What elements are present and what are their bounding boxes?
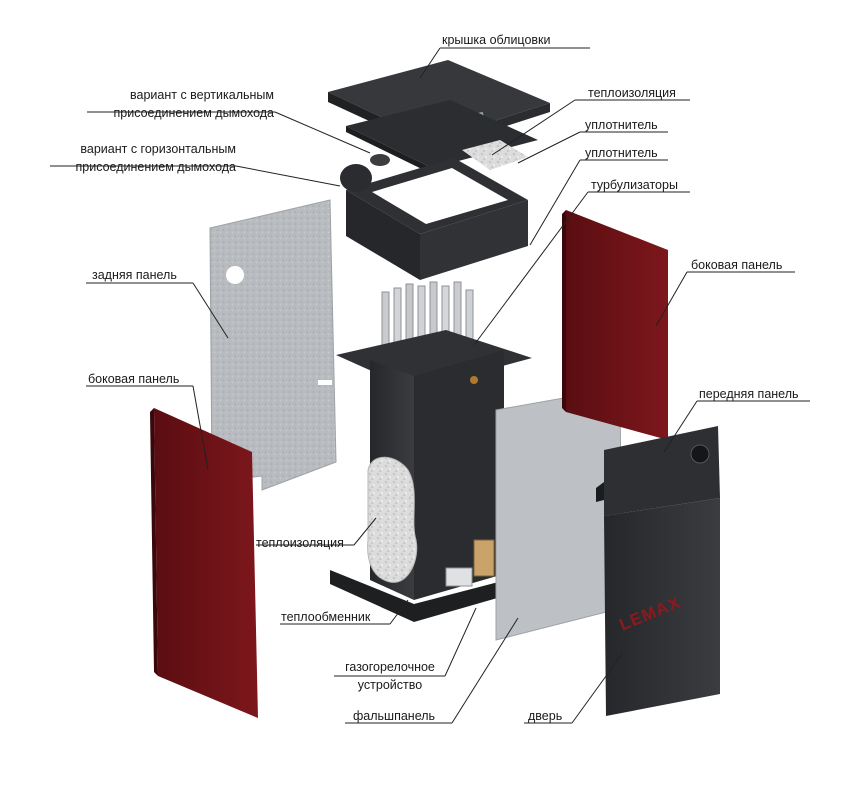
label-vertical-1: вариант с вертикальным	[130, 88, 274, 102]
insulation-wrap	[367, 456, 418, 583]
label-horizontal-1: вариант с горизонтальным	[80, 142, 236, 156]
gas-burner	[445, 539, 495, 587]
label-cover: крышка облицовки	[442, 33, 551, 47]
label-door: дверь	[528, 709, 563, 723]
label-heat-exchanger: теплообменник	[281, 610, 371, 624]
door	[604, 498, 720, 716]
label-insulation-top: теплоизоляция	[588, 86, 676, 100]
label-seal-1: уплотнитель	[585, 118, 658, 132]
label-horizontal-2: присоединением дымохода	[75, 160, 236, 174]
label-side-panel-left: боковая панель	[88, 372, 180, 386]
label-side-panel-right: боковая панель	[691, 258, 783, 272]
label-turbulators: турбулизаторы	[591, 178, 678, 192]
label-vertical-2: присоединением дымохода	[113, 106, 274, 120]
label-insulation-mid: теплоизоляция	[256, 536, 344, 550]
front-panel	[596, 426, 720, 516]
label-burner-1: газогорелочное	[345, 660, 435, 674]
side-panel-left	[150, 408, 258, 718]
leader-lines	[50, 47, 810, 724]
chimney-adapter	[340, 154, 528, 280]
label-front-panel: передняя панель	[699, 387, 799, 401]
label-burner-2: устройство	[357, 678, 423, 692]
label-seal-2: уплотнитель	[585, 146, 658, 160]
insulation-plate	[346, 100, 538, 174]
turbulators	[381, 281, 474, 369]
label-false-panel: фальшпанель	[353, 709, 436, 723]
side-panel-right	[562, 210, 668, 440]
false-panel	[495, 387, 623, 641]
label-rear-panel: задняя панель	[92, 268, 177, 282]
